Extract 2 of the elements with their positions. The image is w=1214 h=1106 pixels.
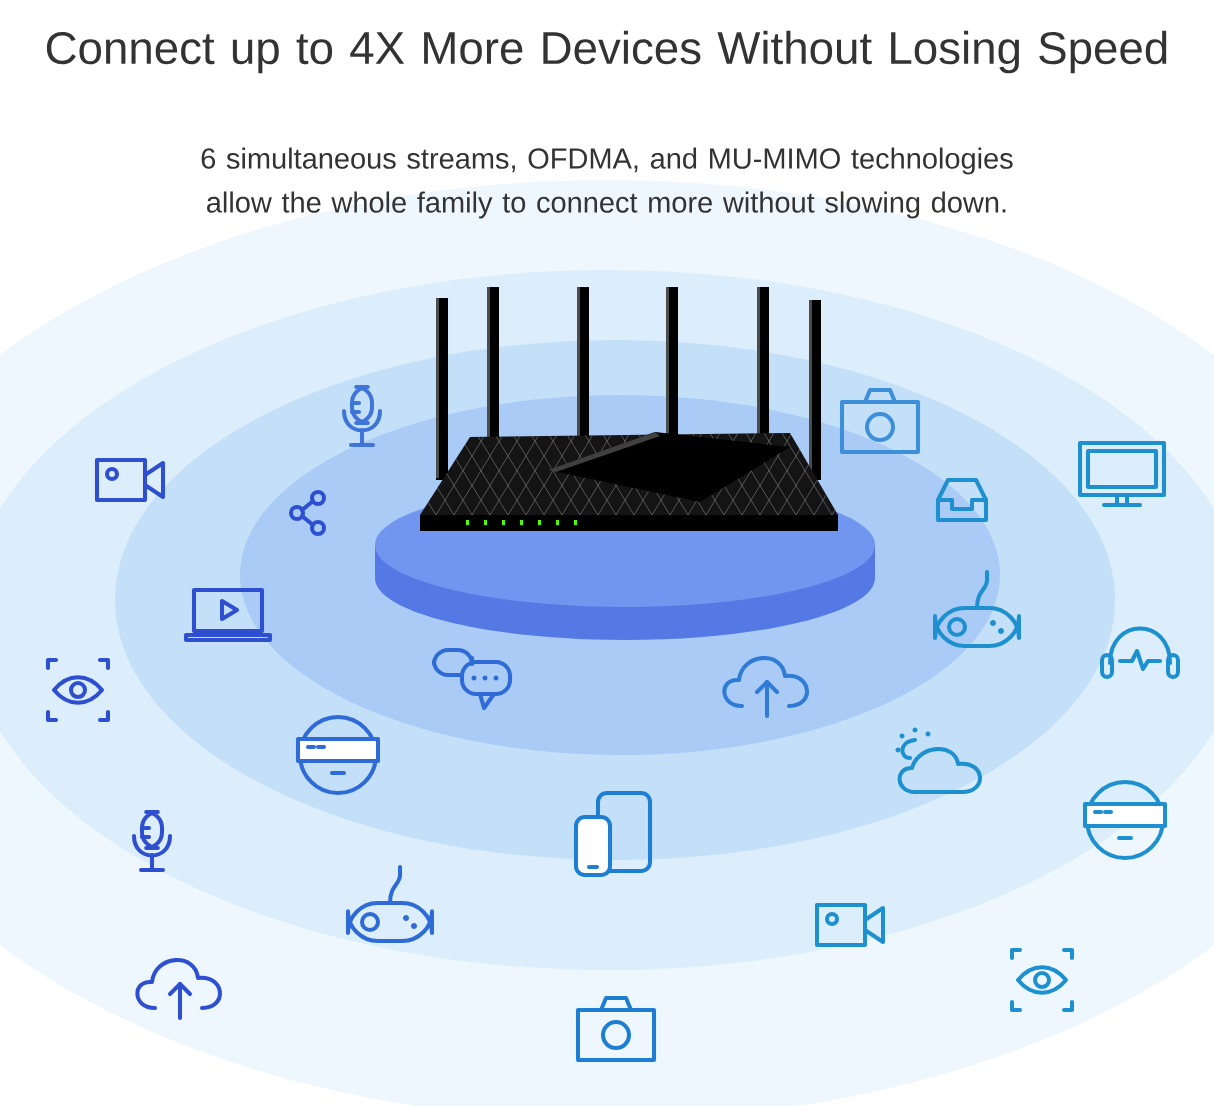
title: Connect up to 4X More Devices Without Losing Speed xyxy=(46,30,1167,74)
subtitle: 6 simultaneous streams, OFDMA, and MU-MIMO technologies allow the whole family to connect more without slowing down. xyxy=(201,147,1013,219)
